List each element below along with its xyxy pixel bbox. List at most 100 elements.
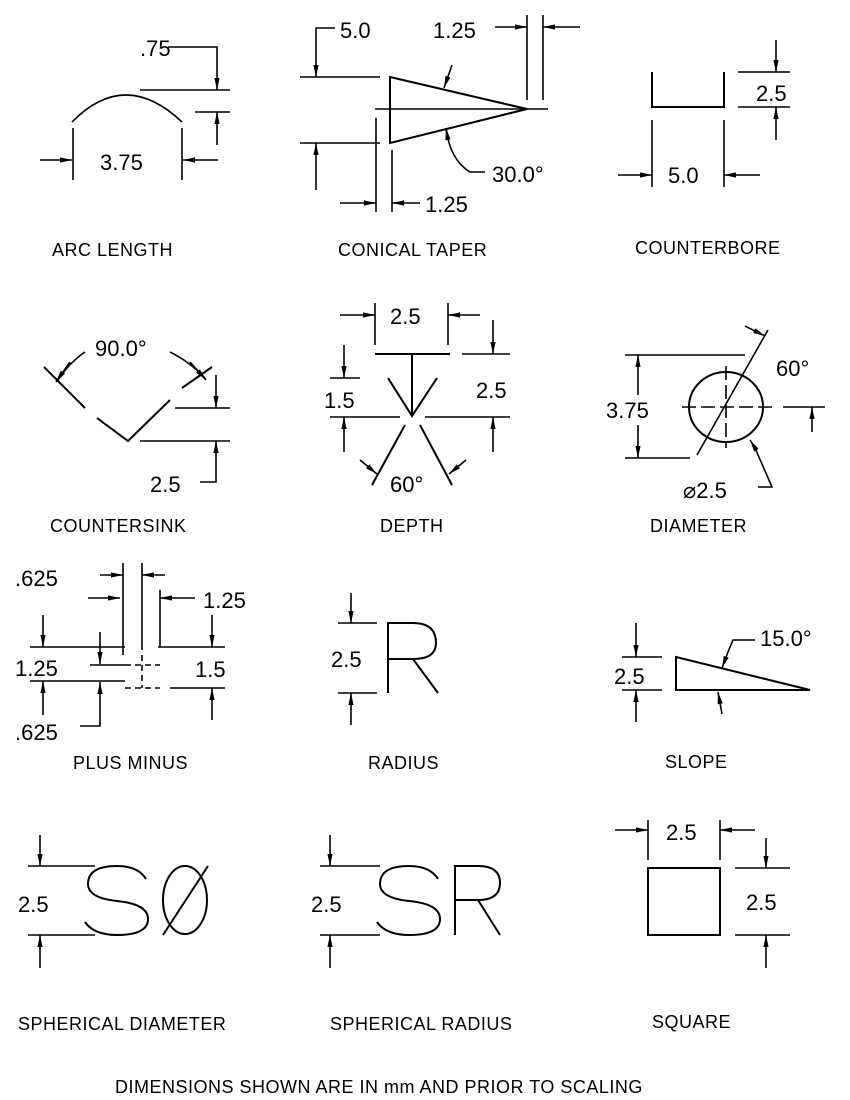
depth-symbol: 2.5 1.5 2.5 60° DEPTH: [324, 303, 510, 536]
arrowhead-icon: [327, 854, 333, 866]
arrowhead-icon: [97, 682, 103, 694]
arrowhead-icon: [717, 692, 723, 705]
letter-r: [387, 622, 439, 694]
slope-symbol: 2.5 15.0° SLOPE: [614, 623, 812, 772]
arrowhead-icon: [490, 417, 496, 429]
symbol-label: COUNTERBORE: [635, 238, 781, 258]
arrowhead-icon: [56, 370, 66, 382]
diagonal-line: [696, 329, 769, 456]
dim-text: 3.75: [100, 150, 143, 175]
footer-note: DIMENSIONS SHOWN ARE IN mm AND PRIOR TO …: [115, 1077, 643, 1097]
dim-text: 1.25: [15, 656, 58, 681]
extension-line: [168, 46, 218, 60]
square-symbol: 2.5 2.5 SQUARE: [615, 820, 790, 1032]
arrowhead-icon: [448, 312, 460, 318]
dim-text: 2.5: [614, 664, 645, 689]
arrowhead-icon: [142, 572, 154, 578]
letter-s: [376, 864, 442, 937]
dim-text: .75: [140, 36, 171, 61]
centerlines: [682, 366, 772, 448]
dim-text: ⌀2.5: [683, 478, 727, 503]
arc-length-symbol: .75 3.75 ARC LENGTH: [40, 36, 230, 260]
arrowhead-icon: [97, 652, 103, 664]
arrowhead-icon: [720, 827, 732, 833]
arrowhead-icon: [633, 645, 639, 657]
arrowhead-icon: [763, 935, 769, 947]
arrowhead-icon: [363, 312, 375, 318]
symbol-label: CONICAL TAPER: [338, 240, 487, 260]
diameter-slash: [162, 865, 209, 936]
symbol-label: ARC LENGTH: [52, 240, 173, 260]
dim-text: 1.5: [324, 388, 355, 413]
arrowhead-icon: [213, 441, 219, 453]
arrowhead-icon: [209, 688, 215, 700]
symbol-label: DIAMETER: [650, 516, 747, 536]
arrowhead-icon: [60, 157, 72, 163]
arrowhead-icon: [640, 172, 652, 178]
extension-line: [727, 639, 755, 653]
counterbore-shape: [651, 72, 725, 108]
arrowhead-icon: [444, 75, 451, 88]
dim-text: 15.0°: [760, 626, 812, 651]
plus-minus-shape: [125, 655, 160, 689]
arrowhead-icon: [724, 172, 736, 178]
countersink-symbol: 90.0° 2.5 COUNTERSINK: [43, 336, 230, 536]
dim-text: 90.0°: [95, 336, 147, 361]
arrowhead-icon: [636, 827, 648, 833]
arrowhead-icon: [366, 464, 377, 474]
dim-text: 5.0: [340, 18, 371, 43]
arrowhead-icon: [515, 24, 527, 30]
extension-line: [754, 447, 774, 488]
symbol-label: COUNTERSINK: [50, 516, 187, 536]
arrowhead-icon: [635, 355, 641, 367]
arrowhead-icon: [196, 369, 206, 380]
arrowhead-icon: [213, 396, 219, 408]
dim-text: 2.5: [756, 81, 787, 106]
dim-text: 60°: [390, 472, 423, 497]
arrowhead-icon: [392, 200, 404, 206]
dim-text: .625: [15, 720, 58, 745]
spherical-radius-symbol: 2.5 SPHERICAL RADIUS: [311, 835, 512, 1034]
arrowhead-icon: [183, 157, 195, 163]
arrowhead-icon: [313, 143, 319, 155]
dim-text: 2.5: [18, 892, 49, 917]
symbol-label: DEPTH: [380, 516, 444, 536]
arrowhead-icon: [449, 464, 460, 474]
arrowhead-icon: [753, 328, 765, 336]
arrowhead-icon: [773, 107, 779, 119]
dim-text: 2.5: [746, 890, 777, 915]
dim-text: 2.5: [331, 647, 362, 672]
square-shape: [647, 867, 721, 936]
dim-text: 2.5: [390, 304, 421, 329]
diameter-glyph: [162, 865, 208, 935]
arrowhead-icon: [40, 681, 46, 693]
arrowhead-icon: [37, 935, 43, 947]
counterbore-symbol: 2.5 5.0 COUNTERBORE: [618, 40, 790, 258]
dim-text: 1.5: [195, 657, 226, 682]
arrowhead-icon: [763, 856, 769, 868]
arrowhead-icon: [364, 200, 376, 206]
arc: [71, 94, 183, 123]
dim-text: 30.0°: [492, 162, 544, 187]
arrowhead-icon: [348, 611, 354, 623]
depth-shape: [371, 353, 453, 486]
arrowhead-icon: [160, 595, 172, 601]
extension-line: [200, 460, 217, 483]
symbol-label: SPHERICAL DIAMETER: [18, 1014, 226, 1034]
arrowhead-icon: [40, 635, 46, 647]
letter-r: [454, 865, 502, 936]
arrowhead-icon: [635, 446, 641, 458]
leader-line: [445, 127, 485, 173]
dim-text: 1.25: [203, 588, 246, 613]
arrowhead-icon: [209, 635, 215, 647]
dim-text: 2.5: [150, 472, 181, 497]
arrowhead-icon: [809, 407, 815, 419]
dim-text: 3.75: [606, 398, 649, 423]
conical-taper-symbol: 5.0 1.25 30.0° 1.25 CONICAL TAPER: [300, 15, 580, 260]
dim-text: 2.5: [476, 378, 507, 403]
symbol-label: RADIUS: [368, 753, 439, 773]
arrowhead-icon: [722, 655, 729, 668]
symbol-label: SPHERICAL RADIUS: [330, 1014, 512, 1034]
arrowhead-icon: [341, 417, 347, 429]
